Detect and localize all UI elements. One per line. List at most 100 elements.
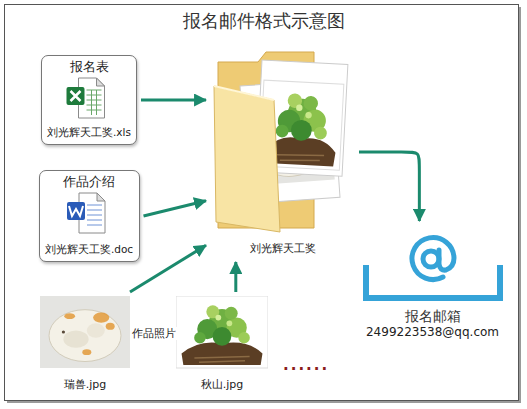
illustration-part xyxy=(91,90,92,115)
frame-border xyxy=(5,5,519,401)
file-box: 报名表刘光辉天工奖.xls xyxy=(41,55,137,145)
illustration-part xyxy=(309,137,318,145)
illustration-part xyxy=(87,90,102,91)
illustration-part xyxy=(87,100,102,101)
illustration-part xyxy=(214,52,348,232)
frame-shadow xyxy=(7,7,521,403)
illustration-part xyxy=(314,126,327,139)
node-heading: 报名表 xyxy=(70,59,109,76)
illustration-part xyxy=(87,323,105,337)
illustration-part xyxy=(199,361,245,362)
illustration-part xyxy=(71,91,81,101)
illustration-part xyxy=(259,80,343,170)
illustration-part xyxy=(275,124,288,137)
illustration-part xyxy=(82,349,91,355)
illustration-part xyxy=(87,205,102,206)
photo-item: 秋山.jpg xyxy=(176,296,268,394)
node-text: 秋山.jpg xyxy=(201,378,244,392)
illustration-part xyxy=(255,124,326,179)
illustration-part xyxy=(259,80,343,170)
illustration-part xyxy=(280,158,320,162)
illustration-part xyxy=(64,313,75,319)
illustration-part xyxy=(238,332,250,344)
illustration-part xyxy=(270,146,295,164)
flow-arrow xyxy=(359,152,419,221)
node-text: 刘光辉天工奖.xls xyxy=(47,126,131,140)
illustration-part xyxy=(87,220,102,221)
illustration-part xyxy=(40,296,130,368)
illustration-part xyxy=(214,86,274,100)
illustration-part xyxy=(69,206,83,216)
diagram-title: 报名邮件格式示意图 xyxy=(0,9,527,33)
illustration-part xyxy=(87,215,102,216)
illustration-part xyxy=(292,138,310,153)
illustration-part xyxy=(240,80,340,204)
illustration-part xyxy=(276,153,324,157)
illustration-part xyxy=(289,164,298,170)
illustration-part xyxy=(40,296,130,368)
illustration-part xyxy=(226,320,232,326)
illustration-part xyxy=(303,96,318,111)
illustration-part xyxy=(93,313,109,323)
illustration-part xyxy=(96,90,97,115)
illustration-part xyxy=(87,210,102,211)
illustration-part xyxy=(270,130,280,136)
illustration-part xyxy=(287,93,302,108)
illustration-part xyxy=(214,86,280,232)
illustration-part xyxy=(290,119,312,141)
flow-arrow xyxy=(234,262,237,292)
illustration-part xyxy=(246,110,335,186)
illustration-part xyxy=(49,310,121,362)
node-heading: 报名邮箱 xyxy=(405,307,461,325)
node-heading: 作品介绍 xyxy=(63,174,115,191)
node-illustration xyxy=(360,225,506,343)
flow-arrow xyxy=(130,245,206,292)
illustration-part xyxy=(303,109,327,133)
illustration-part xyxy=(277,109,301,133)
illustration-part xyxy=(366,265,500,298)
illustration-part xyxy=(256,60,348,176)
illustration-part xyxy=(87,225,102,226)
illustration-part xyxy=(176,296,268,368)
illustration-part xyxy=(305,112,312,119)
illustration-part xyxy=(182,343,263,366)
illustration-part xyxy=(240,80,340,204)
flow-arrow xyxy=(144,201,207,216)
illustration-part xyxy=(197,319,217,339)
illustration-part xyxy=(264,136,336,167)
illustration-part xyxy=(296,104,303,111)
illustration-part xyxy=(87,105,102,106)
illustration-part xyxy=(297,127,313,138)
illustration-part xyxy=(97,78,105,86)
flow-arrow xyxy=(141,99,206,102)
mailbox-node: 报名邮箱2499223538@qq.com xyxy=(360,225,506,343)
illustration-part xyxy=(269,147,272,150)
illustration-part xyxy=(67,87,85,105)
illustration-part xyxy=(63,331,88,348)
illustration-part xyxy=(215,315,221,321)
file-box: 作品介绍刘光辉天工奖.doc xyxy=(39,170,140,262)
illustration-part xyxy=(79,78,105,118)
illustration-part xyxy=(67,202,85,220)
illustration-part xyxy=(227,318,247,338)
illustration-part xyxy=(209,309,235,335)
illustration-part xyxy=(176,296,268,368)
ellipsis-mark: ...... xyxy=(283,356,329,374)
node-text: 刘光辉天工奖 xyxy=(250,242,316,256)
illustration-part xyxy=(225,307,238,320)
node-text: 刘光辉天工奖.doc xyxy=(45,243,133,257)
node-illustration xyxy=(210,46,355,258)
illustration-part xyxy=(412,238,454,280)
illustration-part xyxy=(194,356,249,357)
illustration-part xyxy=(87,110,102,111)
illustration-part xyxy=(256,60,348,176)
illustration-part xyxy=(62,330,65,333)
illustration-part xyxy=(213,327,232,346)
node-text: 瑞兽.jpg xyxy=(64,378,107,392)
illustration-part xyxy=(206,305,219,318)
illustration-part xyxy=(97,193,105,201)
node-text: 2499223538@qq.com xyxy=(366,325,499,341)
illustration-part xyxy=(79,193,105,233)
illustration-part xyxy=(218,52,314,228)
